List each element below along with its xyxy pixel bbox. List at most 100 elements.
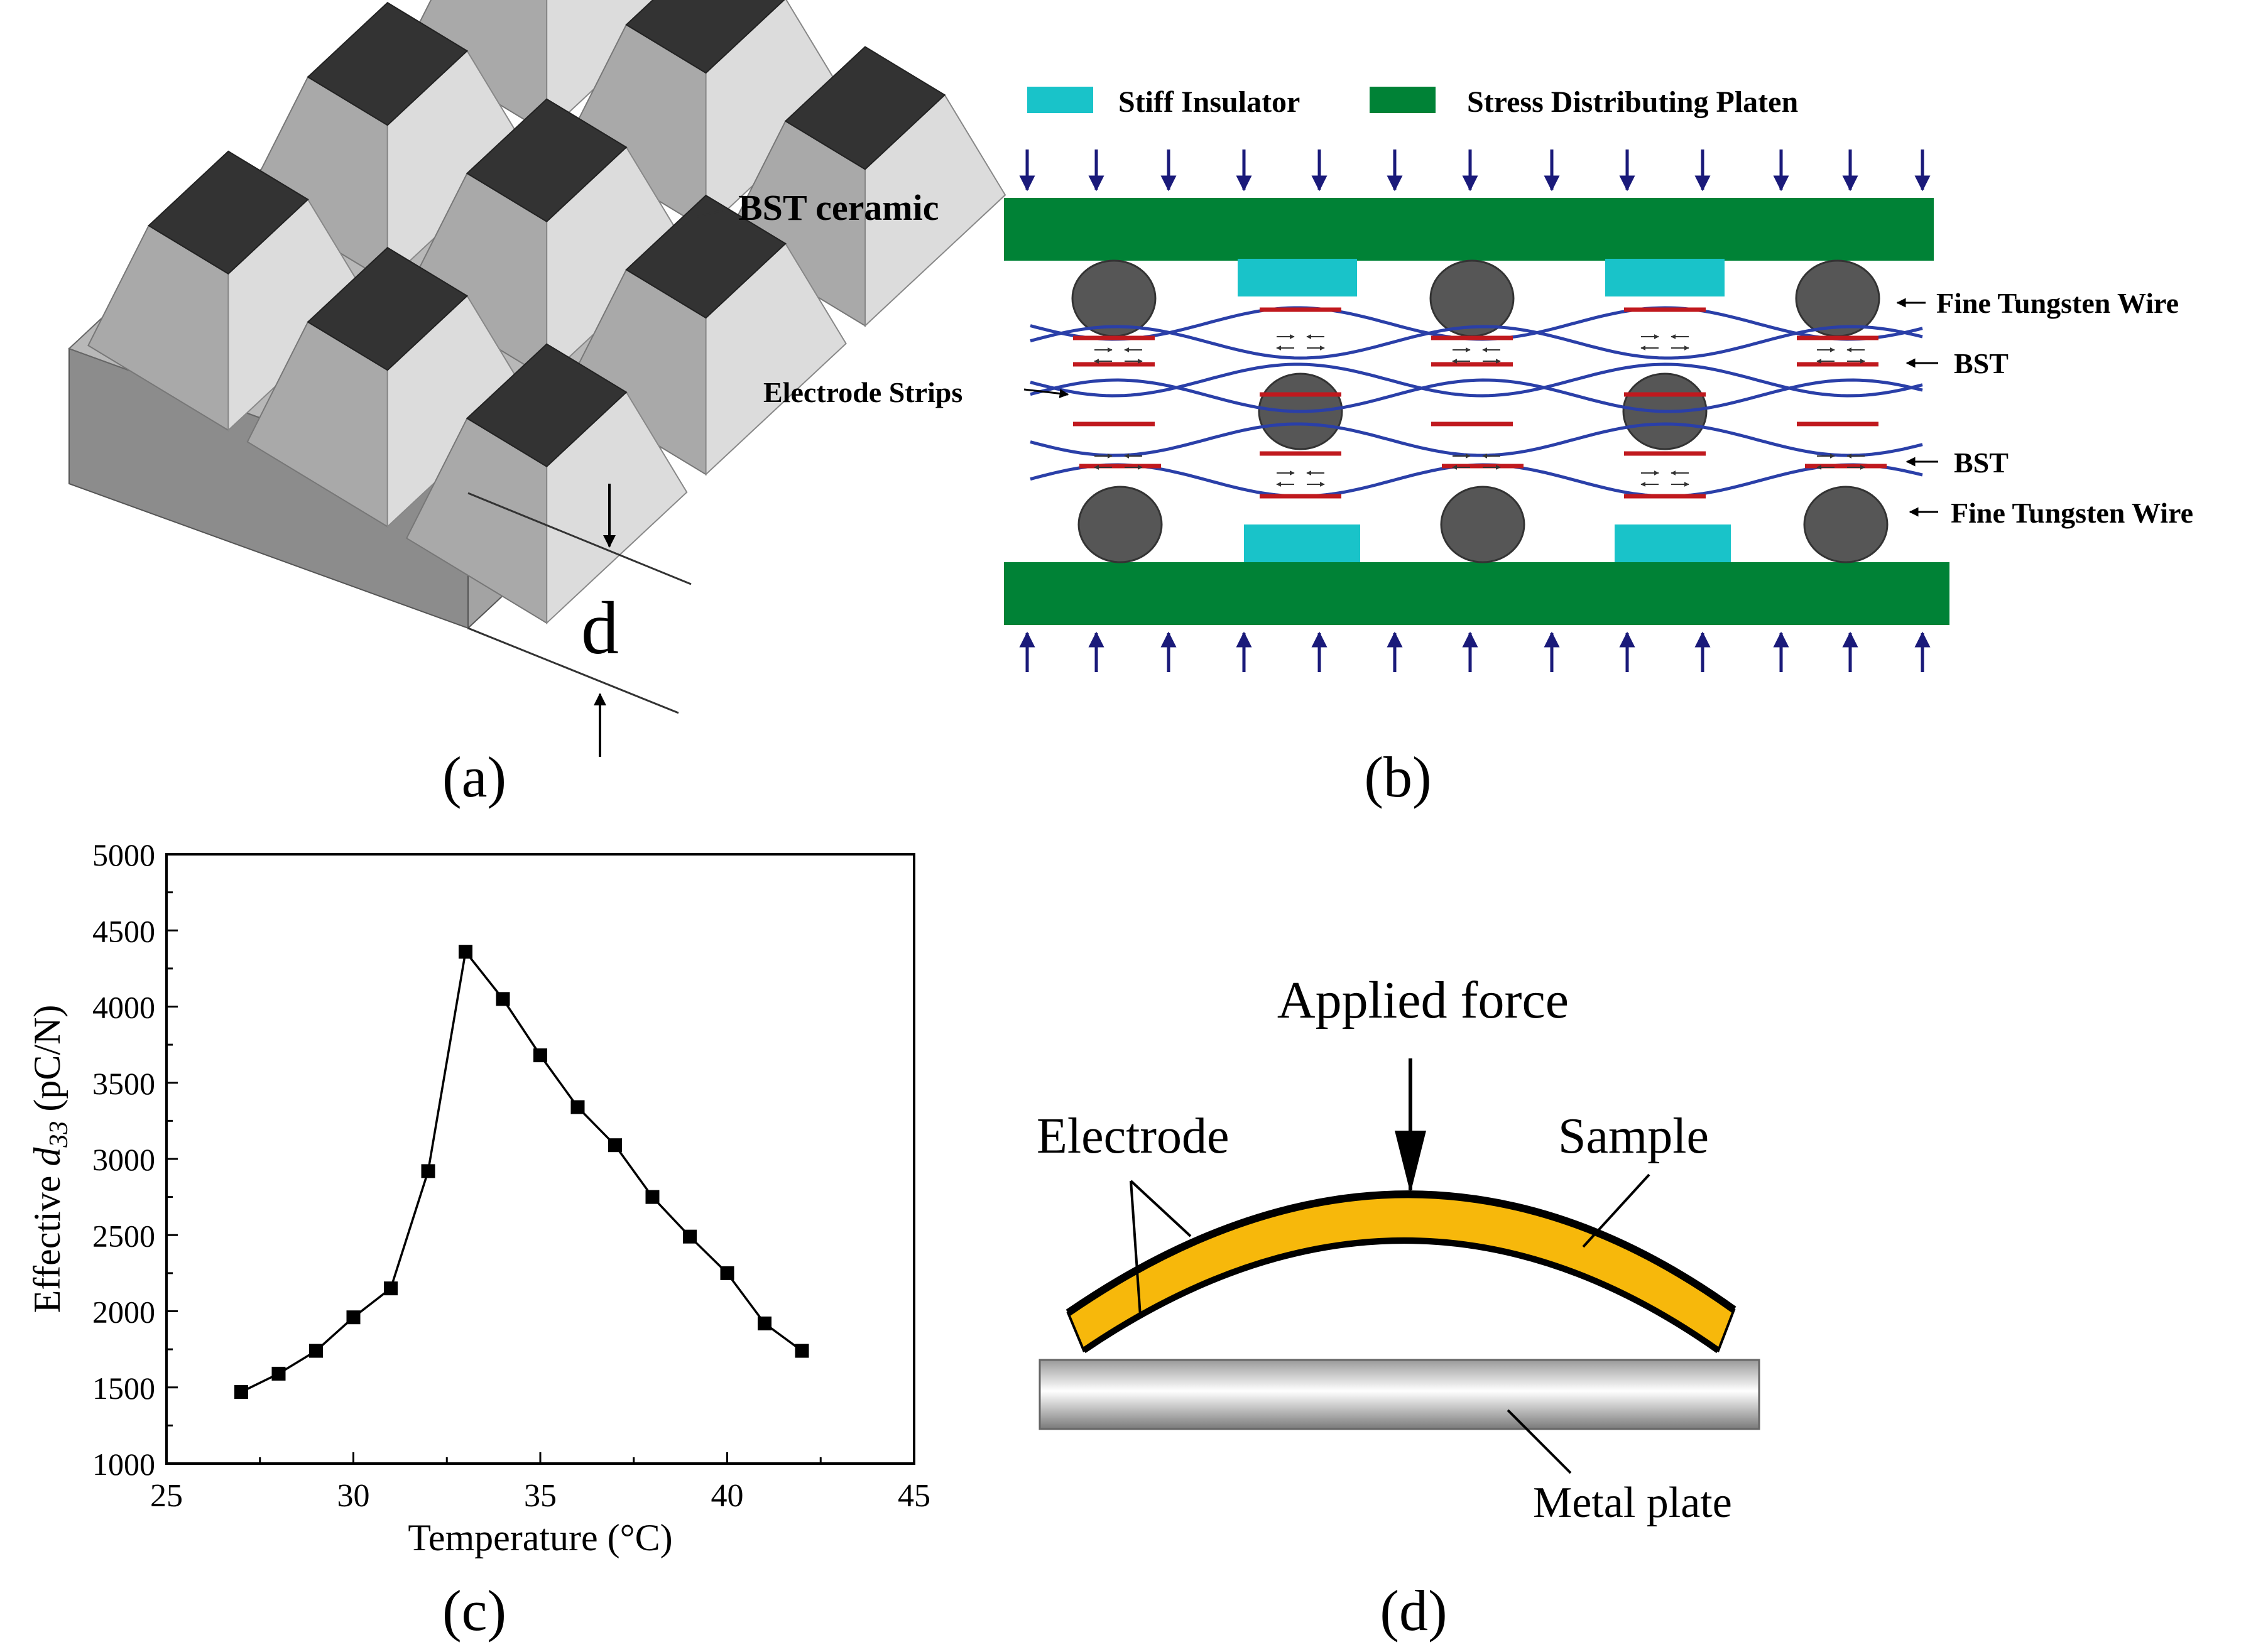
label-sample: Sample [1558,1109,1709,1164]
platen-bottom [1004,562,1949,625]
label-tungsten-top: Fine Tungsten Wire [1936,287,2179,319]
y-tick-label: 1500 [92,1371,155,1406]
label-tungsten-bottom: Fine Tungsten Wire [1951,497,2193,529]
insulator-top-2 [1605,259,1725,296]
pillar-array [87,0,1006,625]
tension-compression-arrows [1094,334,1865,487]
data-points [234,945,809,1399]
tungsten-wire-cross-section [1429,259,1515,337]
tc-arrow-pair-icon [1094,347,1143,364]
y-label-suffix: (pC/N) [26,1005,68,1121]
pillar [246,2,529,283]
panel-a-bst-array: d BST ceramic (a) [68,0,1006,809]
sample-arc [1066,1193,1736,1353]
x-tick-label: 25 [150,1478,183,1514]
tungsten-wire-cross-section [1077,486,1163,563]
top-electrode [1066,1190,1736,1316]
data-point [271,1366,286,1381]
legend-swatch-insulator [1027,87,1093,113]
legend-label-insulator: Stiff Insulator [1118,85,1300,119]
tungsten-wire-cross-section [1803,486,1889,563]
bst-layer-line [1030,422,1923,457]
tc-arrow-pair-icon [1094,454,1143,470]
pillar-top-face [466,343,628,467]
label-electrode-strips: Electrode Strips [763,376,962,408]
data-point [645,1190,660,1204]
legend-swatch-platen [1370,87,1436,113]
tungsten-wire-cross-section [1440,486,1525,563]
data-point [720,1266,734,1280]
pillar [405,343,688,625]
force-arrowhead-icon [1395,1131,1426,1193]
x-axis-label: Temperature (°C) [408,1517,672,1558]
pillar-top-face [625,0,785,74]
y-label-symbol: d [26,1147,68,1166]
panel-b-stress-stack: Stiff Insulator Stress Distributing Plat… [763,85,2193,809]
insulator-bottom-2 [1615,524,1731,562]
y-tick-label: 4500 [92,913,155,948]
metal-plate [1039,1359,1760,1430]
pillar-top-face [784,46,946,170]
legend-label-platen: Stress Distributing Platen [1467,85,1798,119]
axis-ticks [165,853,915,1465]
insulator-bottom-1 [1244,524,1360,562]
data-point [384,1281,398,1296]
sample-leader [1582,1173,1650,1248]
compression-arrows-bottom [1019,631,1931,672]
y-tick-label: 4000 [92,990,155,1025]
pillar [565,0,847,231]
tc-arrow-pair-icon [1816,347,1865,364]
data-point [496,992,510,1006]
caption-b: (b) [1364,745,1431,809]
data-point [533,1048,547,1063]
tc-arrow-pair-icon [1276,334,1325,351]
data-point [570,1100,585,1114]
bottom-electrode [1082,1237,1720,1354]
label-electrode: Electrode [1037,1109,1229,1164]
electrode-leader-2 [1130,1180,1142,1317]
pillar [87,150,369,432]
caption-c: (c) [442,1579,506,1643]
series-line [241,949,803,1393]
dimension-line-bottom [467,627,679,714]
dimension-line-top [467,492,692,585]
data-point [459,945,472,959]
label-applied-force: Applied force [1277,971,1569,1030]
y-axis-label: Effective d33 (pC/N) [26,1005,74,1313]
data-point [421,1164,435,1178]
pointer-arrow-icon [1023,388,1069,398]
bst-layer-line [1030,378,1923,413]
pillar [565,194,847,476]
x-tick-label: 40 [711,1478,744,1514]
y-label-prefix: Effective [26,1166,68,1313]
tc-arrow-pair-icon [1816,454,1865,470]
panel-d-bending-test: Applied force Electrode Sample Metal pla… [1037,971,1760,1643]
pillar-top-face [307,2,469,126]
platen-top [1004,198,1934,261]
electrode-strips [1073,307,1887,499]
pillar [405,98,688,380]
y-tick-label: 2500 [92,1218,155,1253]
y-tick-label: 2000 [92,1295,155,1330]
data-point [309,1344,323,1358]
label-metal-plate: Metal plate [1533,1479,1732,1527]
plate-leader [1507,1409,1572,1474]
material-leader-line [697,209,723,218]
y-tick-label: 5000 [92,837,155,872]
insulator-top-1 [1238,259,1357,296]
data-point [795,1344,809,1358]
y-label-subscript: 33 [45,1121,74,1148]
label-bst-1: BST [1954,347,2009,379]
label-bst-2: BST [1954,447,2009,479]
electrode-leader-1 [1130,1180,1192,1237]
x-tick-label: 30 [337,1478,370,1514]
pillar-top-face [307,247,469,371]
tc-arrow-pair-icon [1276,470,1325,487]
tc-arrow-pair-icon [1452,347,1501,364]
x-tick-label: 45 [898,1478,930,1514]
tungsten-wire-cross-section [1071,259,1157,337]
caption-a: (a) [442,745,506,809]
